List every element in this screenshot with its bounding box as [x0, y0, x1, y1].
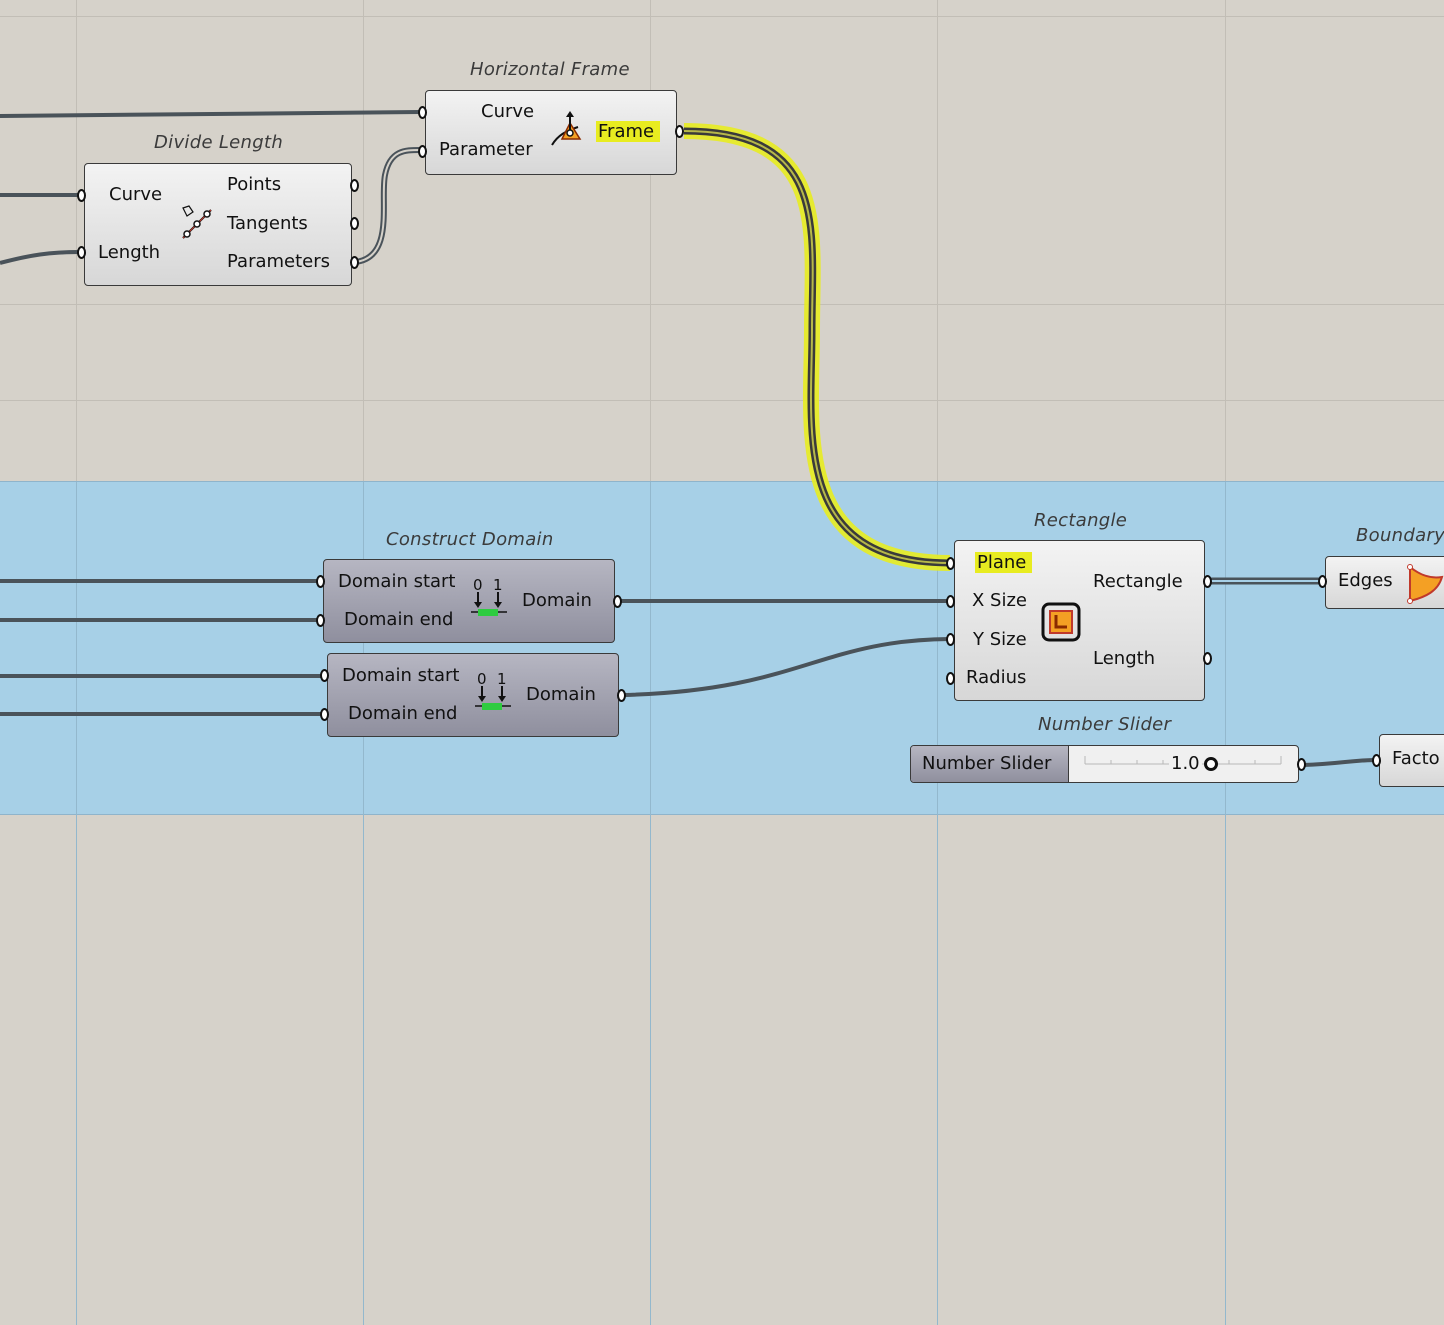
input-label-parameter: Parameter	[439, 139, 533, 160]
number-slider[interactable]: Number Slider 1.0	[910, 745, 1299, 783]
icon-digit-zero: 0	[473, 576, 483, 594]
wire[interactable]	[1302, 758, 1379, 767]
output-port-rectangle[interactable]	[1203, 575, 1212, 588]
divide-length-title: Divide Length	[154, 132, 284, 153]
boundary-title: Boundary	[1356, 525, 1444, 546]
input-port-domain-start[interactable]	[320, 669, 329, 682]
input-port-curve[interactable]	[77, 189, 86, 202]
input-port-y-size[interactable]	[946, 633, 955, 646]
output-port-frame[interactable]	[675, 125, 684, 138]
output-label-length: Length	[1093, 648, 1156, 669]
wire[interactable]	[624, 637, 951, 697]
input-label-curve: Curve	[481, 101, 535, 122]
grid-line	[0, 304, 1444, 305]
input-label-length: Length	[98, 242, 161, 263]
output-label-domain: Domain	[526, 684, 596, 705]
construct-domain-icon: 0 1	[469, 576, 509, 620]
number-slider-value: 1.0	[1169, 753, 1202, 774]
input-port-length[interactable]	[77, 246, 86, 259]
horizontal-frame-icon	[551, 111, 582, 146]
horizontal-frame-title: Horizontal Frame	[470, 59, 630, 80]
domain-arrows-icon	[471, 592, 507, 616]
construct-domain-icon: 0 1	[473, 670, 513, 714]
input-port-domain-end[interactable]	[316, 614, 325, 627]
output-port-parameters[interactable]	[350, 256, 359, 269]
input-port-x-size[interactable]	[946, 595, 955, 608]
output-port-domain[interactable]	[613, 595, 622, 608]
rectangle-icon	[1041, 602, 1081, 642]
divide-length-icon	[182, 205, 212, 239]
output-port-domain[interactable]	[617, 689, 626, 702]
output-label-frame: Frame	[596, 121, 661, 142]
icon-digit-one: 1	[497, 670, 507, 688]
input-port-radius[interactable]	[946, 672, 955, 685]
input-label-x-size: X Size	[972, 590, 1028, 611]
input-label-domain-start: Domain start	[338, 571, 456, 592]
input-label-plane: Plane	[975, 552, 1033, 573]
construct-domain-component-2[interactable]: Domain start Domain end 0 1 Domain	[327, 653, 619, 737]
input-label-edges: Edges	[1338, 570, 1393, 591]
input-port-parameter[interactable]	[418, 145, 427, 158]
wires-layer	[0, 110, 1379, 767]
wire	[354, 149, 421, 263]
number-slider-label: Number Slider	[922, 753, 1052, 774]
output-label-parameters: Parameters	[227, 251, 331, 272]
output-label-domain: Domain	[522, 590, 592, 611]
output-port-points[interactable]	[350, 179, 359, 192]
wire-highlight	[683, 123, 951, 571]
grid-line	[0, 16, 1444, 17]
input-port-curve[interactable]	[418, 106, 427, 119]
construct-domain-title: Construct Domain	[386, 529, 554, 550]
horizontal-frame-component[interactable]: Curve Parameter Frame	[425, 90, 677, 175]
input-label-domain-end: Domain end	[348, 703, 458, 724]
boundary-icon	[1407, 564, 1444, 604]
input-port-domain-end[interactable]	[320, 708, 329, 721]
wire	[683, 130, 951, 564]
input-label-domain-start: Domain start	[342, 665, 460, 686]
output-port-length[interactable]	[1203, 652, 1212, 665]
grid-line	[363, 0, 364, 843]
grid-line	[76, 0, 77, 843]
output-label-tangents: Tangents	[227, 213, 308, 234]
wire[interactable]	[0, 250, 81, 265]
rectangle-title: Rectangle	[1034, 510, 1128, 531]
icon-digit-zero: 0	[477, 670, 487, 688]
input-port-plane[interactable]	[946, 557, 955, 570]
boundary-component[interactable]: Edges	[1325, 556, 1444, 609]
output-label-rectangle: Rectangle	[1093, 571, 1183, 592]
input-label-radius: Radius	[966, 667, 1027, 688]
input-label-curve: Curve	[109, 184, 163, 205]
grid-line	[1225, 0, 1226, 843]
output-port-tangents[interactable]	[350, 217, 359, 230]
output-label-points: Points	[227, 174, 282, 195]
input-port-domain-start[interactable]	[316, 575, 325, 588]
input-label-factor: Facto	[1392, 748, 1440, 769]
divide-length-component[interactable]: Curve Length Points Tangents Parameters	[84, 163, 352, 286]
output-port-slider[interactable]	[1297, 758, 1306, 771]
grid-line	[937, 0, 938, 843]
wire[interactable]	[0, 110, 421, 118]
input-label-domain-end: Domain end	[344, 609, 454, 630]
number-slider-title: Number Slider	[1038, 714, 1172, 735]
number-slider-label-panel: Number Slider	[911, 746, 1069, 782]
factor-component[interactable]: Facto	[1379, 734, 1444, 787]
grid-line	[650, 0, 651, 843]
grid-line	[0, 400, 1444, 401]
input-port-factor[interactable]	[1372, 754, 1381, 767]
construct-domain-component[interactable]: Domain start Domain end 0 1 Domain	[323, 559, 615, 643]
input-label-y-size: Y Size	[973, 629, 1027, 650]
rectangle-component[interactable]: Plane X Size Y Size Radius Rectangle Len…	[954, 540, 1205, 701]
icon-digit-one: 1	[493, 576, 503, 594]
domain-arrows-icon	[475, 686, 511, 710]
input-port-edges[interactable]	[1318, 575, 1327, 588]
slider-handle[interactable]	[1204, 757, 1218, 771]
